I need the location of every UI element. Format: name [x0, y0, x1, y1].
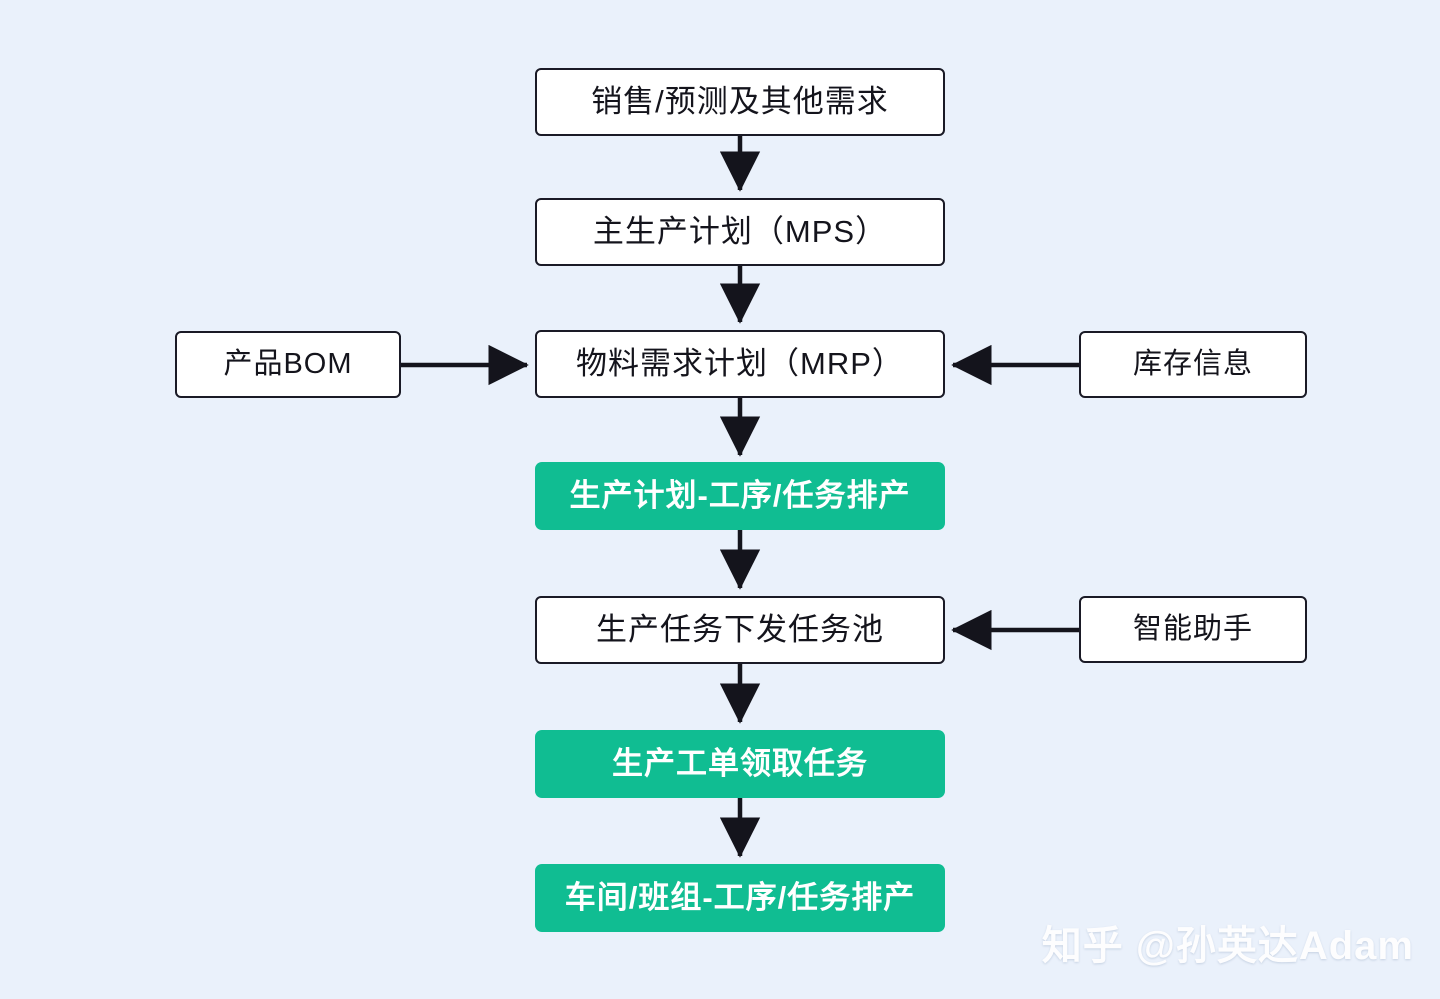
node-master-production-schedule[interactable]: 主生产计划（MPS）: [535, 198, 945, 266]
node-bom-label: 产品BOM: [223, 347, 353, 380]
node-material-requirements-planning[interactable]: 物料需求计划（MRP）: [535, 330, 945, 398]
node-demand-label: 销售/预测及其他需求: [591, 83, 889, 119]
node-production-plan-label: 生产计划-工序/任务排产: [569, 477, 911, 513]
node-task-pool-label: 生产任务下发任务池: [596, 611, 884, 647]
node-demand[interactable]: 销售/预测及其他需求: [535, 68, 945, 136]
node-task-pool-dispatch[interactable]: 生产任务下发任务池: [535, 596, 945, 664]
node-work-order-claim-task[interactable]: 生产工单领取任务: [535, 730, 945, 798]
node-assistant-label: 智能助手: [1132, 612, 1253, 645]
node-mps-label: 主生产计划（MPS）: [592, 213, 888, 249]
node-workshop-label: 车间/班组-工序/任务排产: [564, 879, 916, 915]
node-mrp-label: 物料需求计划（MRP）: [576, 345, 904, 381]
node-production-plan-scheduling[interactable]: 生产计划-工序/任务排产: [535, 462, 945, 530]
node-workshop-team-scheduling[interactable]: 车间/班组-工序/任务排产: [535, 864, 945, 932]
node-smart-assistant[interactable]: 智能助手: [1079, 596, 1307, 663]
node-product-bom[interactable]: 产品BOM: [175, 331, 401, 398]
watermark: 知乎 @孙英达Adam: [1041, 924, 1414, 968]
node-inventory-info[interactable]: 库存信息: [1079, 331, 1307, 398]
node-work-order-label: 生产工单领取任务: [612, 745, 868, 781]
node-inventory-label: 库存信息: [1132, 347, 1253, 380]
